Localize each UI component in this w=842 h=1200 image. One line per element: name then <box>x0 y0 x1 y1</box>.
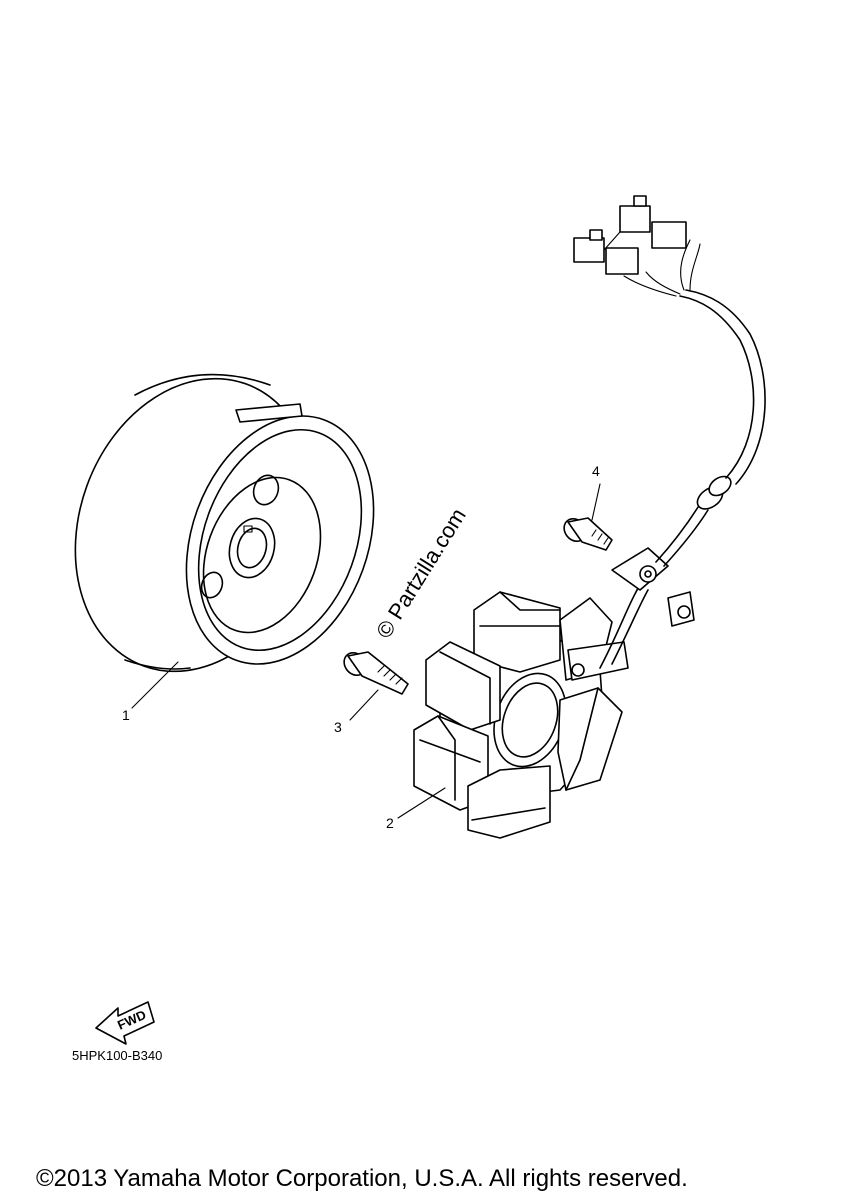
watermark-text: © Partzilla.com <box>371 504 471 643</box>
rotor-flywheel <box>74 373 375 709</box>
callout-2: 2 <box>386 815 394 831</box>
bolt-3 <box>343 651 409 721</box>
wiring-harness <box>573 195 766 669</box>
diagram-code: 5HPK100-B340 <box>72 1048 162 1063</box>
callout-3: 3 <box>334 719 342 735</box>
copyright-notice: ©2013 Yamaha Motor Corporation, U.S.A. A… <box>36 1165 688 1192</box>
fwd-arrow-icon: FWD <box>95 1001 155 1045</box>
callout-4: 4 <box>592 463 600 479</box>
bolt-4 <box>563 483 613 551</box>
callout-1: 1 <box>122 707 130 723</box>
stator-assembly <box>397 591 629 839</box>
